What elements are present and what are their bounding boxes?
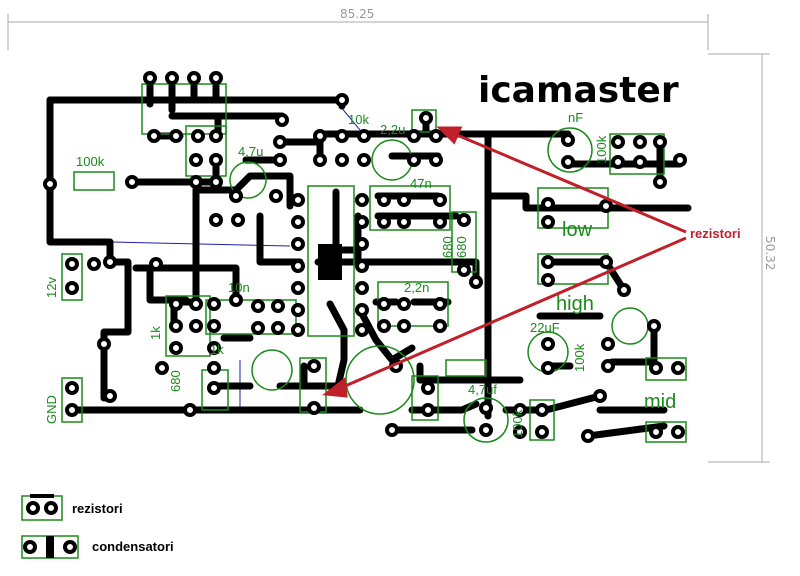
label-low: low [562,219,593,241]
label-1k-b: 1k [210,342,224,357]
label-680-b: 680 [454,236,469,258]
annotation-label-rezistori: rezistori [690,226,741,241]
label-mid: mid [644,391,676,413]
label-2n2: 2,2n [404,280,429,295]
label-high: high [556,293,594,315]
legend-label-resistors: rezistori [72,501,123,516]
legend-label-capacitors: condensatori [92,539,174,554]
label-22uf: 22uF [530,320,560,335]
component-outlines [61,83,687,443]
dimension-lines [7,14,770,463]
pads [43,71,687,443]
width-dimension-label: 85.25 [340,7,374,21]
label-10n: 10n [228,280,250,295]
label-10k: 10k [348,112,369,127]
label-2u2-top: 2,2u [380,122,405,137]
height-dimension-label: 50.32 [763,236,777,270]
board-title: icamaster [478,70,679,111]
label-4u7-bottom: 4,7uf [468,382,497,397]
label-12v: 12v [44,277,59,298]
label-nf-top: nF [568,110,583,125]
label-680-a: 680 [440,236,455,258]
ic-chip-outline [307,185,355,337]
legend-resistor-symbol [21,494,63,521]
label-47n: 47n [410,176,432,191]
label-4u7-top: 4,7u [238,144,263,159]
label-680-c: 680 [168,370,183,392]
label-100k-pot-b: 100k [572,343,587,372]
annotation-arrows [322,126,687,398]
ic-center-mark [318,244,342,280]
label-100k-pot-a: 100k [594,135,609,164]
label-gnd: GND [44,395,59,424]
label-1k-a: 1k [148,326,163,340]
legend-capacitor-symbol [21,535,79,559]
label-100k-pot-c: 100k [510,409,525,438]
label-100k-resistor: 100k [76,154,105,169]
